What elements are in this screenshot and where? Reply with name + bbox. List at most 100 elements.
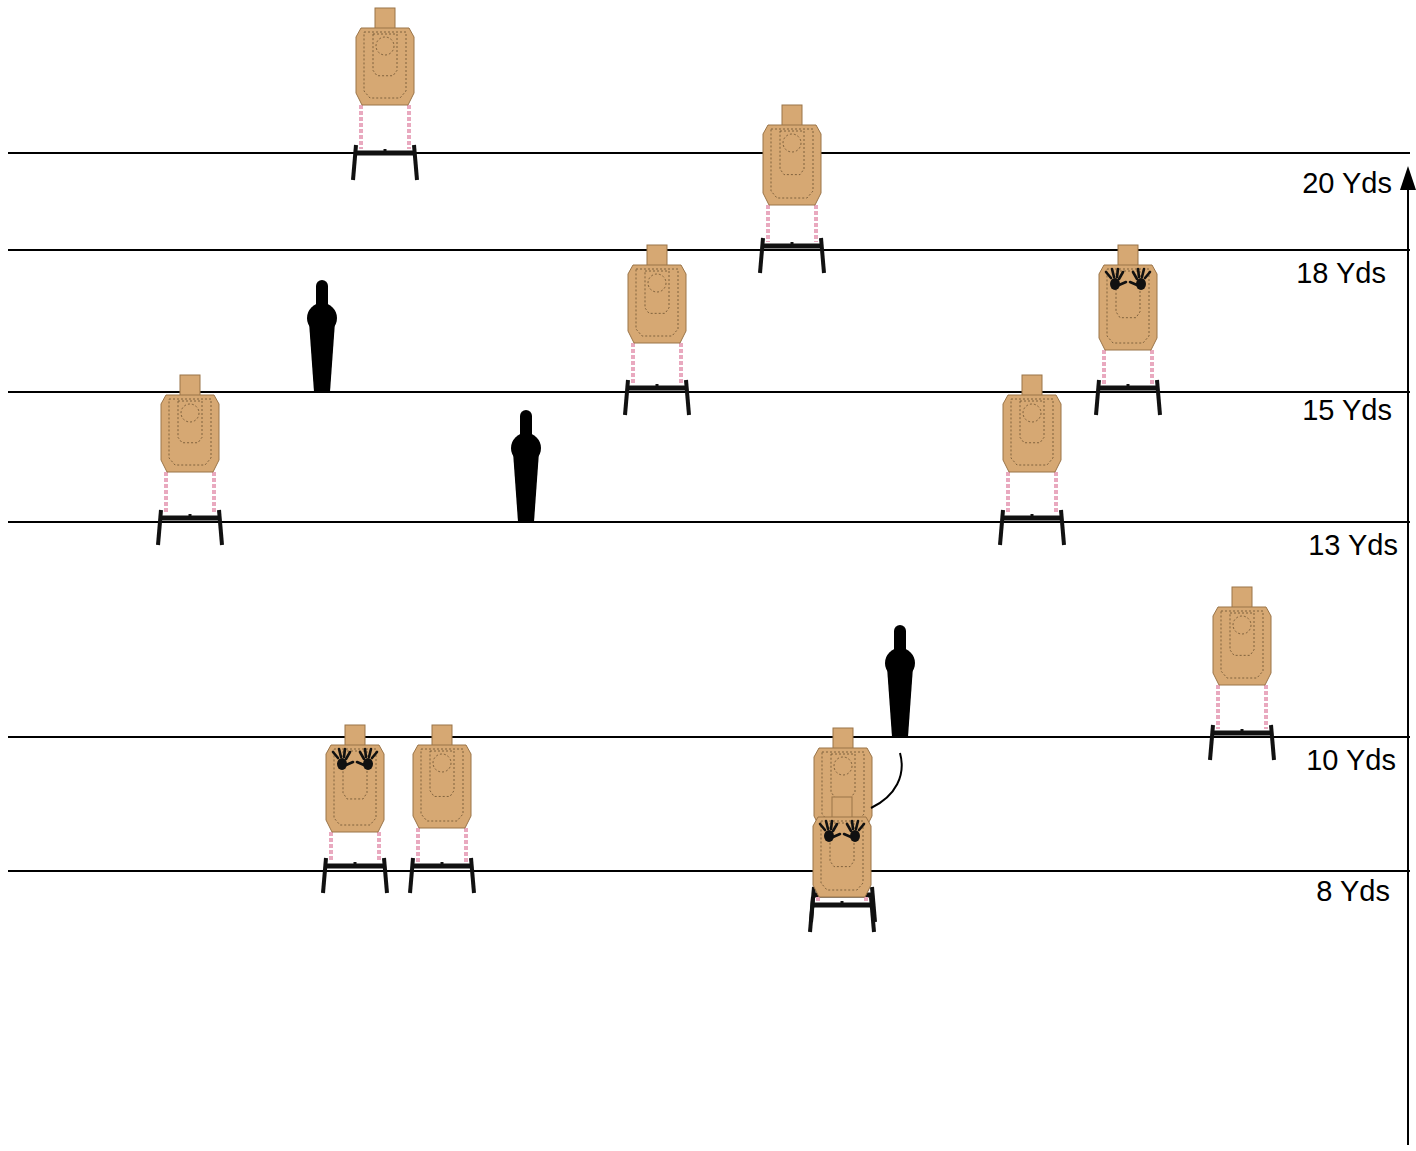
stand-leg [410,858,413,893]
stand-base-mark [441,862,444,866]
scoring-zone-c [771,129,813,198]
hand-finger [365,749,366,757]
hand-print [820,821,840,842]
stand-leg [471,858,474,893]
hand-print [844,821,864,842]
stand-stick [631,343,635,384]
stand-stick [416,828,420,862]
hand-finger [852,821,853,829]
cardboard-target [625,245,689,415]
hand-finger [1112,269,1114,277]
stand-leg [414,145,417,180]
no-shoot-target [1096,245,1160,415]
stand-leg [219,510,222,545]
stand-leg [158,510,161,545]
hand-print [1130,269,1150,290]
scoring-zone-a [1116,271,1140,318]
target-head [1232,587,1252,609]
target-head [1118,245,1138,267]
stand-leg [625,380,628,415]
distance-label: 10 Yds [1304,743,1398,778]
hand-finger [360,752,364,759]
distance-line [8,152,1410,154]
scoring-zone-a [373,34,397,76]
distance-label: 8 Yds [1314,874,1392,909]
hand-finger [1145,272,1150,278]
cardboard-target [1210,587,1274,760]
hand-finger [333,752,338,758]
distance-label: 15 Yds [1300,393,1394,428]
hand-print [357,749,377,770]
target-body [356,28,414,105]
target-head [647,245,667,267]
stand-leg [821,238,824,273]
hand-finger [844,834,851,837]
popper-body [309,322,335,392]
activator-wire [871,753,902,808]
target-head [375,8,395,30]
cardboard-target [353,8,417,180]
target-head [833,728,853,750]
steel-popper [307,280,337,392]
hand-finger [1138,269,1139,277]
stand-stick [864,897,868,901]
stand-stick [1054,472,1058,514]
stand-base-mark [841,901,844,905]
stand-stick [1150,350,1154,384]
stand-stick [816,897,820,901]
stand-leg [871,897,874,932]
target-body [628,265,686,343]
stand-leg [1210,725,1213,760]
stand-stick [464,828,468,862]
hand-finger [1119,282,1126,285]
scoring-zone-a [830,823,854,867]
stand-stick [814,205,818,242]
axis-arrowhead [1400,166,1416,190]
scoring-circle [1023,404,1041,422]
scoring-zone-c [421,749,463,821]
hand-finger [847,824,851,831]
target-head [432,725,452,747]
scoring-zone-a [343,751,367,799]
stand-leg [1000,510,1003,545]
stand-base-mark [656,384,659,388]
scoring-zone-c [1011,399,1053,465]
scoring-circle [1233,616,1251,634]
hand-finger [1133,272,1137,279]
scoring-zone-c [636,269,678,336]
hand-finger [826,821,828,829]
distance-label: 20 Yds [1300,166,1394,201]
target-body [161,395,219,472]
hand-finger [1117,269,1118,277]
scoring-zone-c [364,32,406,98]
stand-stick [766,205,770,242]
stand-stick [377,832,381,862]
target-body [1099,265,1157,350]
distance-lines [8,153,1410,871]
stand-leg [384,858,387,893]
stand-stick [407,105,411,149]
stand-stick [359,105,363,149]
hand-finger [1142,269,1144,277]
target-body [326,745,384,832]
scoring-zone-a [1020,401,1044,443]
distance-label: 18 Yds [1294,256,1388,291]
stand-leg [686,380,689,415]
hand-finger [1106,272,1111,278]
scoring-circle [834,757,852,775]
steel-popper [885,625,915,737]
target-head [345,725,365,747]
stand-base-mark [1031,514,1034,518]
hand-finger [346,752,350,759]
scoring-zone-a [645,271,669,313]
hand-finger [346,762,353,765]
stand-leg [1271,725,1274,760]
target-body [1003,395,1061,472]
distance-line [8,870,1410,872]
stand-stick [1102,350,1106,384]
target-head [1022,375,1042,397]
stand-base-mark [791,242,794,246]
hand-print [1106,269,1126,290]
target-body [763,125,821,205]
